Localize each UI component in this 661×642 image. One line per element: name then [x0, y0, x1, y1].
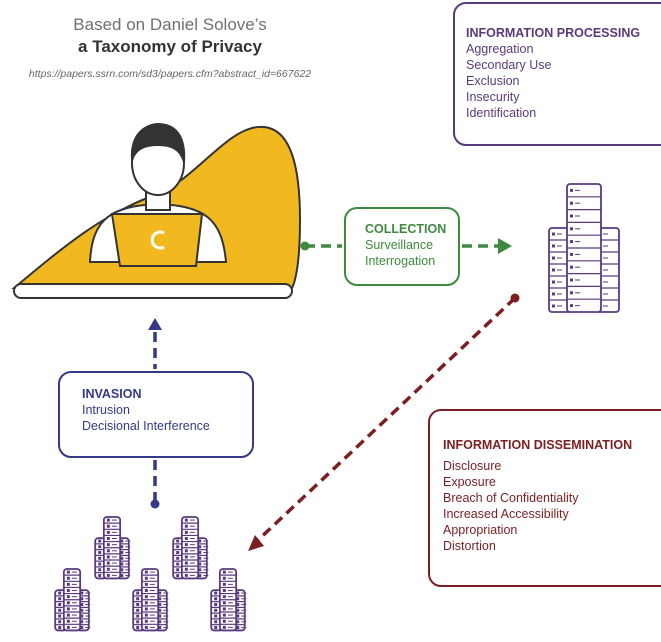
source-url: https://papers.ssrn.com/sd3/papers.cfm?a… [28, 68, 312, 80]
processing-list: Aggregation Secondary Use Exclusion Inse… [466, 41, 661, 121]
list-item: Surveillance [365, 238, 434, 252]
server-rack-right [548, 183, 620, 313]
server-icon [548, 183, 620, 313]
invasion-box: INVASION Intrusion Decisional Interferen… [58, 371, 254, 458]
list-item: Secondary Use [466, 58, 552, 72]
server-icon [172, 516, 209, 580]
server-icon [94, 516, 131, 580]
list-item: Breach of Confidentiality [443, 491, 579, 505]
list-item: Increased Accessibility [443, 507, 569, 521]
dissemination-title: INFORMATION DISSEMINATION [443, 438, 633, 452]
list-item: Exclusion [466, 74, 520, 88]
header-title: a Taxonomy of Privacy [78, 37, 262, 56]
header-line1: Based on Daniel Solove’s [73, 15, 267, 34]
processing-box: INFORMATION PROCESSING Aggregation Secon… [453, 2, 661, 146]
dissemination-box: INFORMATION DISSEMINATION Disclosure Exp… [428, 409, 661, 587]
server-icon [210, 568, 247, 632]
list-item: Insecurity [466, 90, 520, 104]
list-item: Disclosure [443, 459, 502, 473]
list-item: Intrusion [82, 403, 130, 417]
invasion-arrow [148, 318, 162, 509]
server-icon [54, 568, 91, 632]
dissemination-list: Disclosure Exposure Breach of Confidenti… [443, 458, 661, 554]
list-item: Identification [466, 106, 537, 120]
list-item: Exposure [443, 475, 496, 489]
invasion-title: INVASION [82, 387, 142, 401]
collection-box: COLLECTION Surveillance Interrogation [344, 207, 460, 286]
server-icon [132, 568, 169, 632]
list-item: Aggregation [466, 42, 534, 56]
list-item: Distortion [443, 539, 496, 553]
collection-title: COLLECTION [365, 222, 447, 236]
list-item: Appropriation [443, 523, 518, 537]
collection-arrows [300, 238, 512, 254]
server-cluster-icon [54, 516, 247, 632]
list-item: Decisional Interference [82, 419, 210, 433]
person-laptop-icon [13, 122, 293, 299]
list-item: Interrogation [365, 254, 436, 268]
processing-title: INFORMATION PROCESSING [466, 26, 641, 40]
header-block: Based on Daniel Solove’s a Taxonomy of P… [0, 14, 340, 82]
dissemination-arrow [248, 293, 520, 551]
